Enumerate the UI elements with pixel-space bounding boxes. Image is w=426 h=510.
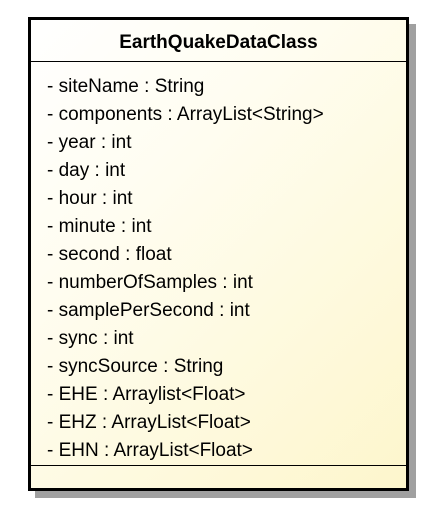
operations-compartment <box>31 466 406 488</box>
attribute-row: - siteName : String <box>47 76 205 97</box>
uml-class-box[interactable]: EarthQuakeDataClass - siteName : String … <box>28 17 409 491</box>
attribute-row: - hour : int <box>47 188 133 209</box>
attribute-row: - year : int <box>47 132 132 153</box>
attributes-compartment: - siteName : String - components : Array… <box>31 62 406 466</box>
attribute-row: - EHZ : ArrayList<Float> <box>47 412 251 433</box>
attribute-row: - samplePerSecond : int <box>47 300 250 321</box>
attribute-row: - components : ArrayList<String> <box>47 104 324 125</box>
attribute-row: - syncSource : String <box>47 356 224 377</box>
attribute-row: - sync : int <box>47 328 134 349</box>
attribute-row: - numberOfSamples : int <box>47 272 253 293</box>
class-name: EarthQuakeDataClass <box>119 31 318 53</box>
attribute-row: - EHN : ArrayList<Float> <box>47 440 253 461</box>
attribute-row: - EHE : Arraylist<Float> <box>47 384 246 405</box>
class-name-compartment: EarthQuakeDataClass <box>31 20 406 62</box>
attribute-row: - minute : int <box>47 216 152 237</box>
attribute-row: - second : float <box>47 244 172 265</box>
attribute-row: - day : int <box>47 160 126 181</box>
